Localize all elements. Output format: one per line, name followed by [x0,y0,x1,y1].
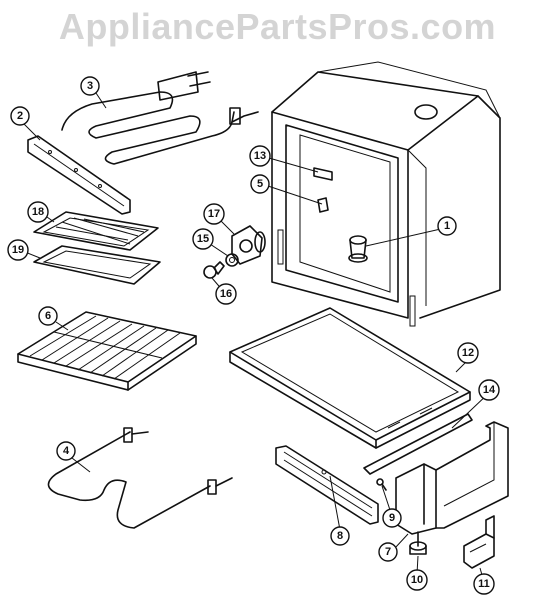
broiler-pan-insert[interactable] [33,211,159,251]
callout-12: 12 [457,342,479,364]
svg-text:17: 17 [208,208,220,220]
callout-15: 15 [192,228,214,250]
svg-text:12: 12 [462,347,474,359]
callout-6: 6 [38,306,58,326]
screw[interactable] [376,478,387,491]
callout-7: 7 [378,542,398,562]
svg-text:19: 19 [12,244,24,256]
oven-cavity[interactable] [271,61,501,327]
light-bulb[interactable] [203,261,225,279]
anti-tip-bracket[interactable] [463,515,495,569]
svg-text:15: 15 [197,233,209,245]
bake-element[interactable] [47,427,233,529]
callout-10: 10 [406,569,428,591]
oven-rack[interactable] [17,311,197,391]
svg-text:2: 2 [17,110,23,122]
cavity-bracket[interactable] [313,167,333,181]
broil-element[interactable] [61,71,259,165]
callout-17: 17 [203,203,225,225]
callout-2: 2 [10,106,30,126]
svg-text:13: 13 [254,150,266,162]
svg-text:1: 1 [444,220,450,232]
callout-9: 9 [382,508,402,528]
svg-text:4: 4 [63,445,70,457]
cavity-clip[interactable] [317,197,329,213]
kick-plate[interactable] [275,445,379,525]
svg-text:3: 3 [87,80,93,92]
svg-text:11: 11 [478,578,490,590]
callout-18: 18 [27,201,49,223]
svg-text:9: 9 [389,512,395,524]
svg-text:7: 7 [385,546,391,558]
callout-19: 19 [7,239,29,261]
svg-text:16: 16 [220,288,232,300]
watermark: AppliancePartsPros.com [58,6,497,47]
callout-13: 13 [249,145,271,167]
callout-1: 1 [437,216,457,236]
support-rod[interactable] [363,413,473,475]
callout-16: 16 [215,283,237,305]
svg-text:6: 6 [45,310,51,322]
callout-4: 4 [56,441,76,461]
callout-8: 8 [330,526,350,546]
svg-text:10: 10 [411,574,423,586]
leveling-leg[interactable] [409,531,427,555]
broiler-pan[interactable] [33,245,161,285]
light-lens[interactable] [225,253,239,267]
callout-3: 3 [80,76,100,96]
mounting-rail[interactable] [27,135,131,215]
oven-bottom-panel[interactable] [229,307,471,449]
callout-11: 11 [473,573,495,595]
svg-text:8: 8 [337,530,343,542]
callout-14: 14 [478,379,500,401]
svg-text:18: 18 [32,206,44,218]
svg-text:14: 14 [483,384,496,396]
svg-text:5: 5 [257,178,263,190]
callout-5: 5 [250,174,270,194]
